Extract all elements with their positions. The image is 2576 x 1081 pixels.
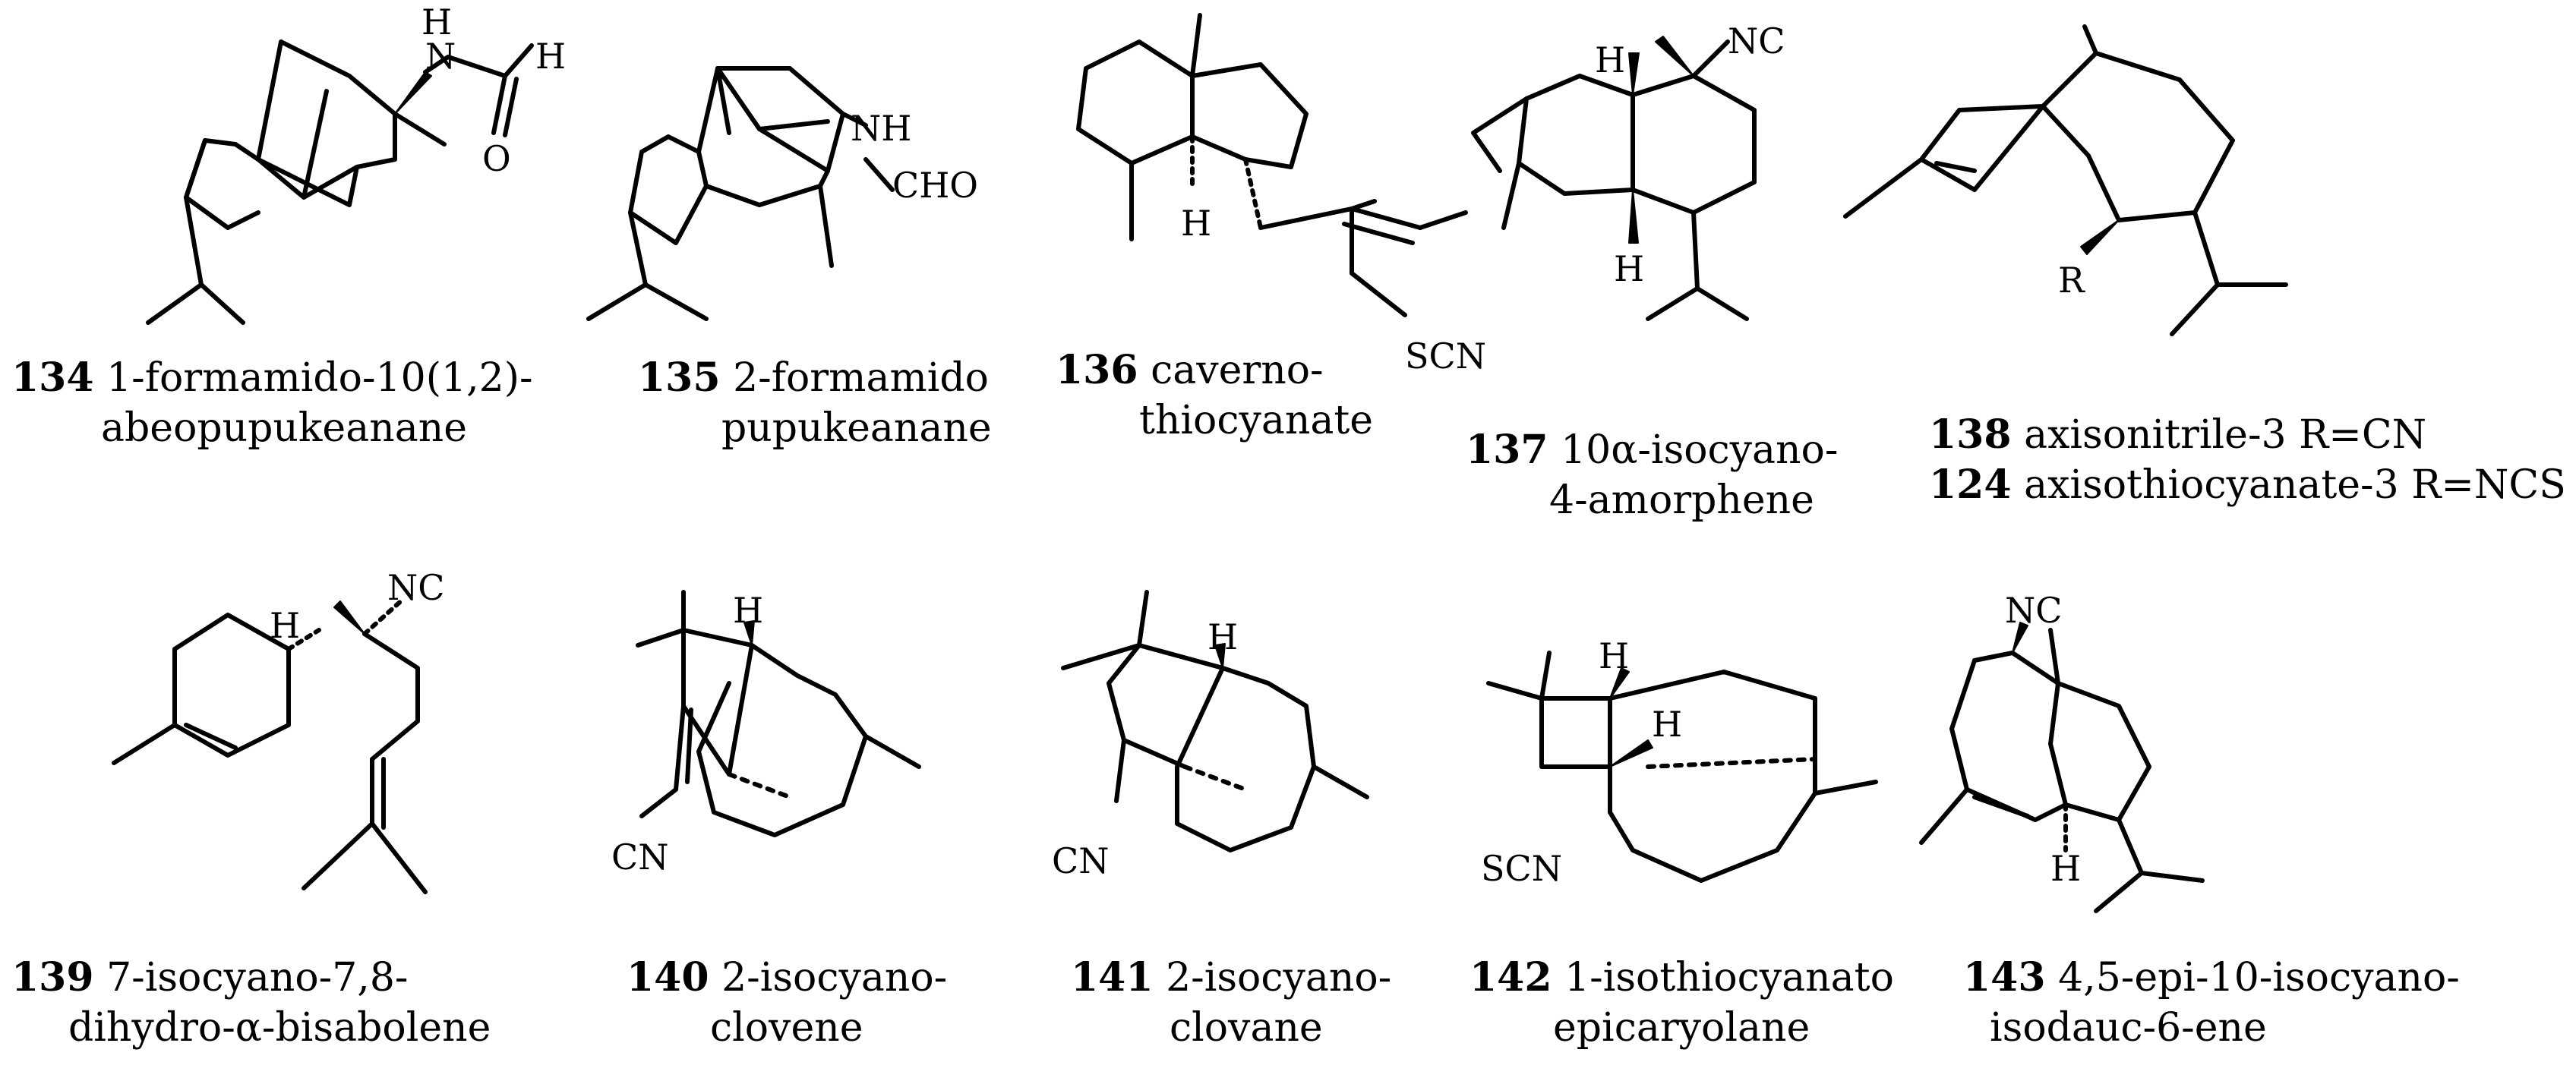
atom-h-140: H bbox=[733, 590, 763, 631]
atom-nc-137: NC bbox=[1728, 20, 1785, 61]
structure-136: H SCN bbox=[1076, 13, 1486, 377]
atom-scn-142: SCN bbox=[1481, 848, 1562, 889]
label-139: 139 7-isocyano-7,8- dihydro-α-bisabolene bbox=[11, 954, 491, 1051]
label-143: 143 4,5-epi-10-isocyano- isodauc-6-ene bbox=[1963, 954, 2460, 1051]
structure-135: NH CHO bbox=[586, 66, 978, 321]
structure-139: H NC bbox=[112, 567, 444, 894]
structure-138: R bbox=[1843, 24, 2288, 336]
atom-nc-143: NC bbox=[2005, 590, 2062, 631]
structure-137: H H NC bbox=[1471, 20, 1785, 321]
atom-h-139: H bbox=[270, 605, 300, 646]
atom-o-134: O bbox=[482, 138, 511, 179]
atom-r-138: R bbox=[2058, 260, 2085, 301]
label-141: 141 2-isocyano- clovane bbox=[1071, 954, 1392, 1051]
structure-141: H CN bbox=[1052, 590, 1369, 881]
atom-cn-140: CN bbox=[611, 837, 668, 878]
structure-143: NC H bbox=[1919, 590, 2205, 913]
structure-134: H N H O bbox=[146, 2, 566, 325]
atom-scn-136: SCN bbox=[1405, 336, 1486, 377]
atom-h-136: H bbox=[1181, 203, 1211, 244]
label-142: 142 1-isothiocyanato epicaryolane bbox=[1470, 954, 1894, 1051]
structure-140: H CN bbox=[611, 590, 921, 878]
label-136: 136 caverno- thiocyanate bbox=[1056, 347, 1373, 443]
structure-142: H H SCN bbox=[1481, 635, 1878, 889]
atom-cho-135: CHO bbox=[892, 165, 978, 206]
label-134: 134 1-formamido-10(1,2)- abeopupukeanane bbox=[11, 355, 533, 451]
atom-nc-139: NC bbox=[387, 567, 444, 608]
label-138: 138 axisonitrile-3 R=CN 124 axisothiocya… bbox=[1929, 411, 2566, 508]
atom-h-134: H bbox=[421, 2, 452, 43]
atom-n-134: N bbox=[425, 36, 456, 77]
atom-h-142b: H bbox=[1652, 704, 1682, 745]
atom-h2-134: H bbox=[535, 36, 566, 77]
atom-h-142a: H bbox=[1599, 635, 1629, 676]
atom-h-141: H bbox=[1208, 616, 1238, 657]
atom-nh-135: NH bbox=[851, 108, 911, 149]
atom-h-137b: H bbox=[1614, 248, 1644, 289]
label-140: 140 2-isocyano- clovene bbox=[627, 954, 948, 1051]
atom-cn-141: CN bbox=[1052, 840, 1109, 881]
label-137: 137 10α-isocyano- 4-amorphene bbox=[1466, 427, 1839, 523]
atom-h-137a: H bbox=[1595, 39, 1625, 80]
label-135: 135 2-formamido pupukeanane bbox=[638, 355, 992, 451]
atom-h-143: H bbox=[2050, 848, 2081, 889]
